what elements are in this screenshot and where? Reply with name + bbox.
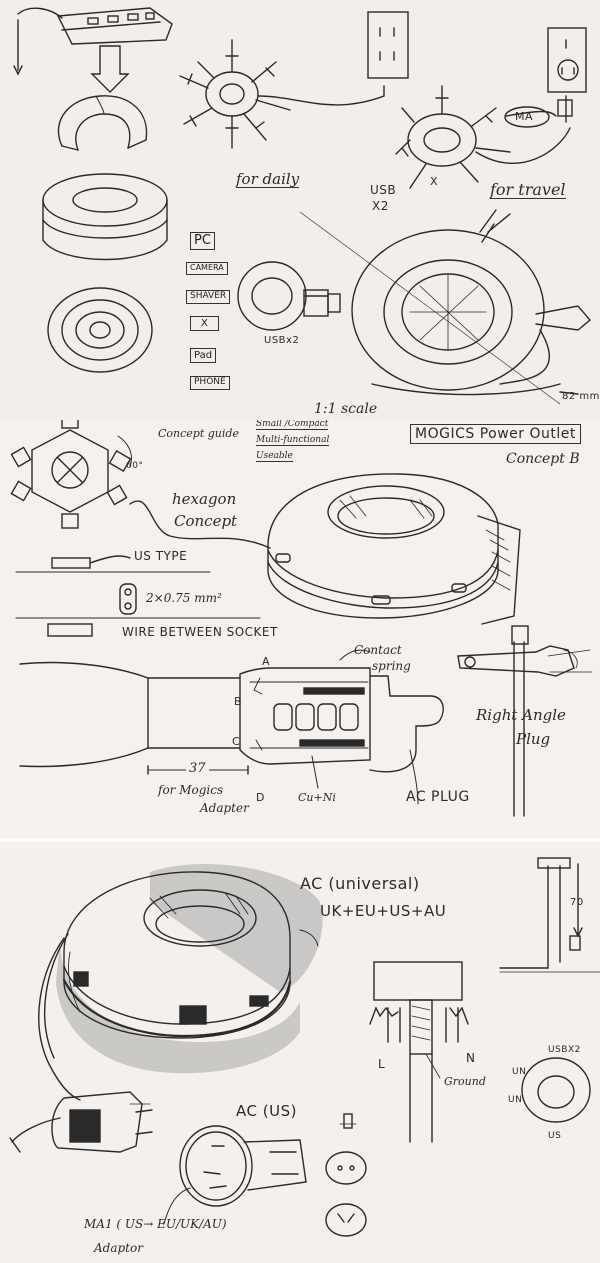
dim-37-label: 37 bbox=[186, 762, 209, 775]
wall-mount-sketch bbox=[499, 857, 600, 973]
x-label: X bbox=[430, 175, 439, 188]
socket-section-sketch bbox=[369, 961, 469, 1143]
scale-label: 1:1 scale bbox=[314, 401, 378, 417]
right-angle-label: Right Angle bbox=[476, 706, 566, 724]
cord-and-plug-sketch bbox=[9, 933, 153, 1153]
adapter-label: Adapter bbox=[200, 801, 249, 815]
guide-line-2: Multi-functional bbox=[256, 435, 330, 446]
sheet2-drawings bbox=[10, 420, 593, 817]
us-type-sketch bbox=[15, 555, 261, 637]
adaptor-label: Adaptor bbox=[94, 1241, 143, 1255]
concept-b-device-sketch bbox=[267, 473, 521, 625]
dim-70-label: 70 bbox=[570, 897, 584, 908]
sheet1-drawings bbox=[13, 7, 591, 405]
ac-plug-label: AC PLUG bbox=[406, 789, 470, 805]
cu-ni-label: Cu+Ni bbox=[298, 791, 336, 804]
spring-label: spring bbox=[372, 659, 411, 673]
ac-us-label: AC (US) bbox=[236, 1102, 297, 1120]
plug-cross-section-sketch bbox=[19, 649, 444, 805]
usb-ring-sketch bbox=[237, 261, 341, 331]
label-d: D bbox=[256, 791, 265, 804]
for-mogics-label: for Mogics bbox=[158, 783, 224, 797]
label-c: C bbox=[232, 735, 241, 748]
hexagon-arrow bbox=[129, 500, 271, 549]
right-angle-plug-sketch bbox=[457, 625, 593, 817]
un-label-1: UN bbox=[512, 1067, 527, 1077]
eu-outlet-sketch bbox=[325, 1151, 367, 1237]
universal-device-sketch bbox=[62, 871, 292, 1039]
plug-label: Plug bbox=[516, 730, 551, 748]
contact-label: Contact bbox=[354, 643, 402, 657]
power-strip-sketch bbox=[13, 7, 173, 76]
stacked-rings-sketch bbox=[42, 173, 168, 261]
shading bbox=[56, 863, 323, 1074]
angle-60-label: 60° bbox=[126, 461, 144, 471]
sketch-sheet-1: for daily for travel USB X2 MA X USBx2 1… bbox=[0, 0, 600, 420]
concept-guide-label: Concept guide bbox=[158, 427, 239, 440]
device-label-x: X bbox=[190, 316, 219, 331]
sheet-divider bbox=[0, 838, 600, 842]
usb-disc-sketch bbox=[521, 1057, 591, 1123]
wire-between-label: WIRE BETWEEN SOCKET bbox=[122, 625, 278, 639]
for-travel-label: for travel bbox=[490, 180, 566, 199]
label-n: N bbox=[466, 1051, 476, 1065]
device-label-shaver: SHAVER bbox=[186, 290, 231, 304]
usb-label: USB bbox=[370, 183, 397, 197]
for-daily-label: for daily bbox=[236, 170, 300, 188]
guide-line-3: Useable bbox=[256, 451, 293, 462]
ma-oval-sketch bbox=[504, 106, 550, 128]
hexagon-label: hexagon bbox=[172, 490, 237, 508]
guide-line-1: Small /Compact bbox=[256, 420, 329, 430]
usb-x2-side-label: USBx2 bbox=[264, 335, 300, 346]
wall-outlet-sketch bbox=[367, 11, 409, 79]
concept-label: Concept bbox=[174, 512, 238, 530]
mogics-title: MOGICS Power Outlet bbox=[410, 424, 581, 444]
concept-b-label: Concept B bbox=[506, 451, 580, 467]
open-ring-sketch bbox=[57, 95, 148, 151]
uk-outlet-sketch bbox=[547, 27, 587, 123]
device-label-pc: PC bbox=[190, 232, 215, 251]
sheet3-drawings bbox=[9, 857, 600, 1237]
ring-top-view-sketch bbox=[47, 287, 153, 373]
standards-label: UK+EU+US+AU bbox=[320, 902, 447, 920]
us-type-label: US TYPE bbox=[134, 549, 188, 563]
usbx2-label: USBX2 bbox=[548, 1045, 581, 1055]
label-b: B bbox=[234, 695, 243, 708]
arrow-ma1 bbox=[163, 1187, 191, 1225]
hub-daily-sketch bbox=[179, 39, 385, 149]
device-label-pad: Pad bbox=[190, 348, 217, 363]
label-l: L bbox=[378, 1057, 386, 1071]
pin-sketch bbox=[343, 1113, 353, 1129]
ac-universal-label: AC (universal) bbox=[300, 874, 420, 893]
us-label: US bbox=[548, 1131, 562, 1141]
ac-us-plug-sketch bbox=[179, 1125, 307, 1207]
wire-spec-label: 2×0.75 mm² bbox=[146, 591, 222, 605]
usb-x2-label: X2 bbox=[372, 199, 389, 213]
ma-label: MA bbox=[515, 110, 534, 123]
travel-donut-sketch bbox=[299, 209, 591, 405]
dim-82-label: 82 mm bbox=[562, 391, 600, 402]
ma1-label: MA1 ( US→ EU/UK/AU) bbox=[84, 1217, 227, 1231]
hexagon-sketch bbox=[10, 420, 132, 529]
hub-travel-sketch bbox=[395, 85, 571, 189]
device-label-camera: CAMERA bbox=[186, 262, 228, 275]
device-label-phone: PHONE bbox=[190, 376, 230, 390]
sketch-sheet-3: AC (universal) UK+EU+US+AU 70 L N Ground… bbox=[0, 842, 600, 1263]
sketch-sheet-2: Concept guide Small /Compact Multi-funct… bbox=[0, 420, 600, 838]
arrow-down-sketch bbox=[90, 45, 130, 93]
ground-label: Ground bbox=[444, 1075, 486, 1088]
arrow-ac bbox=[299, 929, 319, 947]
un-label-2: UN bbox=[508, 1095, 523, 1105]
label-a: A bbox=[262, 655, 271, 668]
